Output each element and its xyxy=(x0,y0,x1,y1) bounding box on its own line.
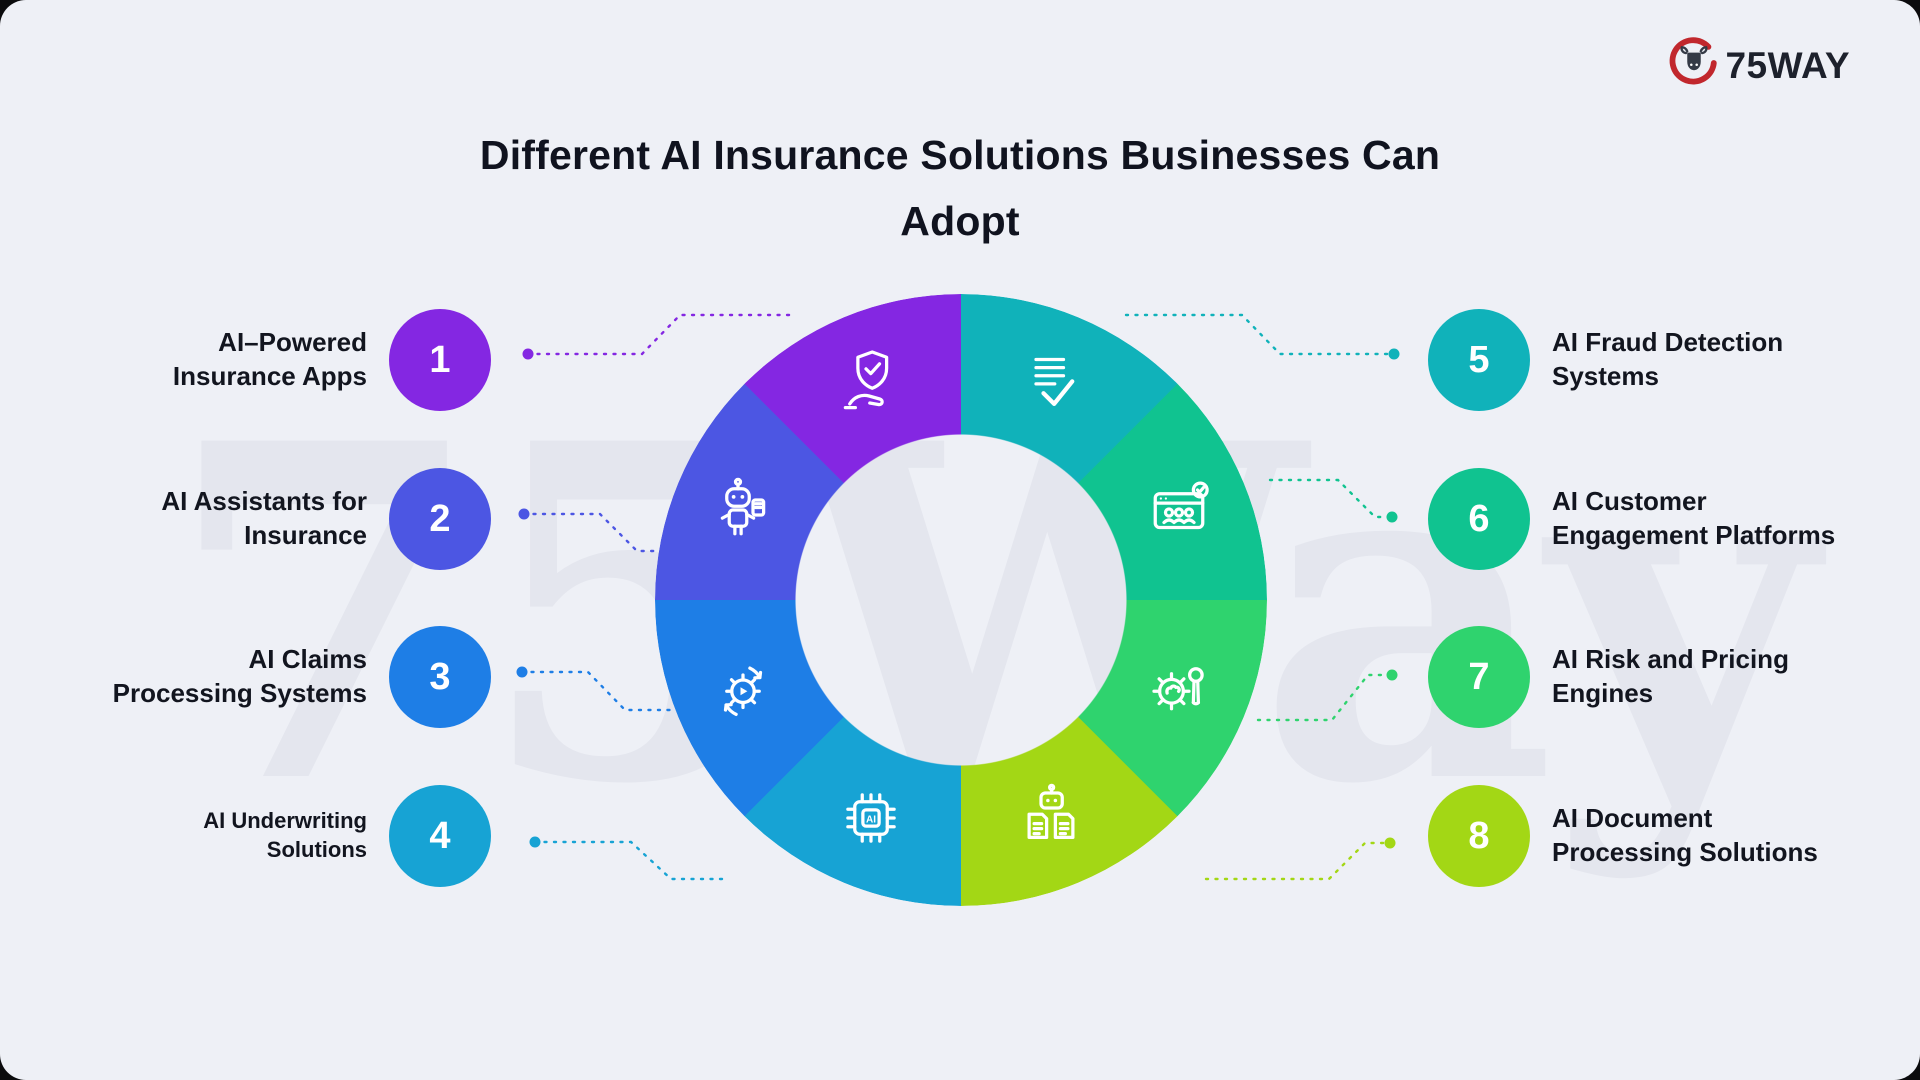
solution-number-8: 8 xyxy=(1428,785,1530,887)
brand-name: 75WAY xyxy=(1725,44,1850,86)
solution-label-8: AI Document Processing Solutions xyxy=(1552,803,1818,867)
solution-number-1: 1 xyxy=(389,309,491,411)
ai-chip-icon: AI xyxy=(831,778,911,858)
engagement-platform-icon xyxy=(1139,470,1219,550)
brand-logo: 75WAY xyxy=(1667,36,1850,95)
solution-label-3: AI Claims Processing Systems xyxy=(112,644,367,708)
solution-item-3: AI Claims Processing Systems 3 xyxy=(49,626,491,728)
solution-label-4: AI Underwriting Solutions xyxy=(203,808,367,862)
checklist-icon xyxy=(1011,342,1091,422)
solution-item-1: AI–Powered Insurance Apps 1 xyxy=(49,309,491,411)
page-title: Different AI Insurance Solutions Busines… xyxy=(479,132,1441,245)
robot-documents-icon xyxy=(1011,778,1091,858)
svg-text:AI: AI xyxy=(866,814,876,825)
gear-wrench-icon xyxy=(1139,650,1219,730)
solution-label-1: AI–Powered Insurance Apps xyxy=(172,327,367,391)
solutions-donut xyxy=(655,294,1267,906)
solution-label-7: AI Risk and Pricing Engines xyxy=(1552,644,1789,708)
solution-number-6: 6 xyxy=(1428,468,1530,570)
solution-item-2: AI Assistants for Insurance 2 xyxy=(49,468,491,570)
shield-check-hand-icon xyxy=(831,342,911,422)
solution-item-6: 6 AI Customer Engagement Platforms xyxy=(1428,468,1920,570)
solution-number-4: 4 xyxy=(389,785,491,887)
assistant-robot-icon xyxy=(703,470,783,550)
solution-number-2: 2 xyxy=(389,468,491,570)
solution-number-7: 7 xyxy=(1428,626,1530,728)
solution-label-5: AI Fraud Detection Systems xyxy=(1552,327,1784,391)
bull-logo-icon xyxy=(1667,36,1721,95)
process-gear-icon xyxy=(703,650,783,730)
solution-item-5: 5 AI Fraud Detection Systems xyxy=(1428,309,1920,411)
solution-number-5: 5 xyxy=(1428,309,1530,411)
solution-label-6: AI Customer Engagement Platforms xyxy=(1552,486,1836,550)
solution-label-2: AI Assistants for Insurance xyxy=(161,486,367,550)
solution-item-4: AI Underwriting Solutions 4 xyxy=(49,785,491,887)
solution-number-3: 3 xyxy=(389,626,491,728)
solution-item-8: 8 AI Document Processing Solutions xyxy=(1428,785,1920,887)
solution-item-7: 7 AI Risk and Pricing Engines xyxy=(1428,626,1920,728)
